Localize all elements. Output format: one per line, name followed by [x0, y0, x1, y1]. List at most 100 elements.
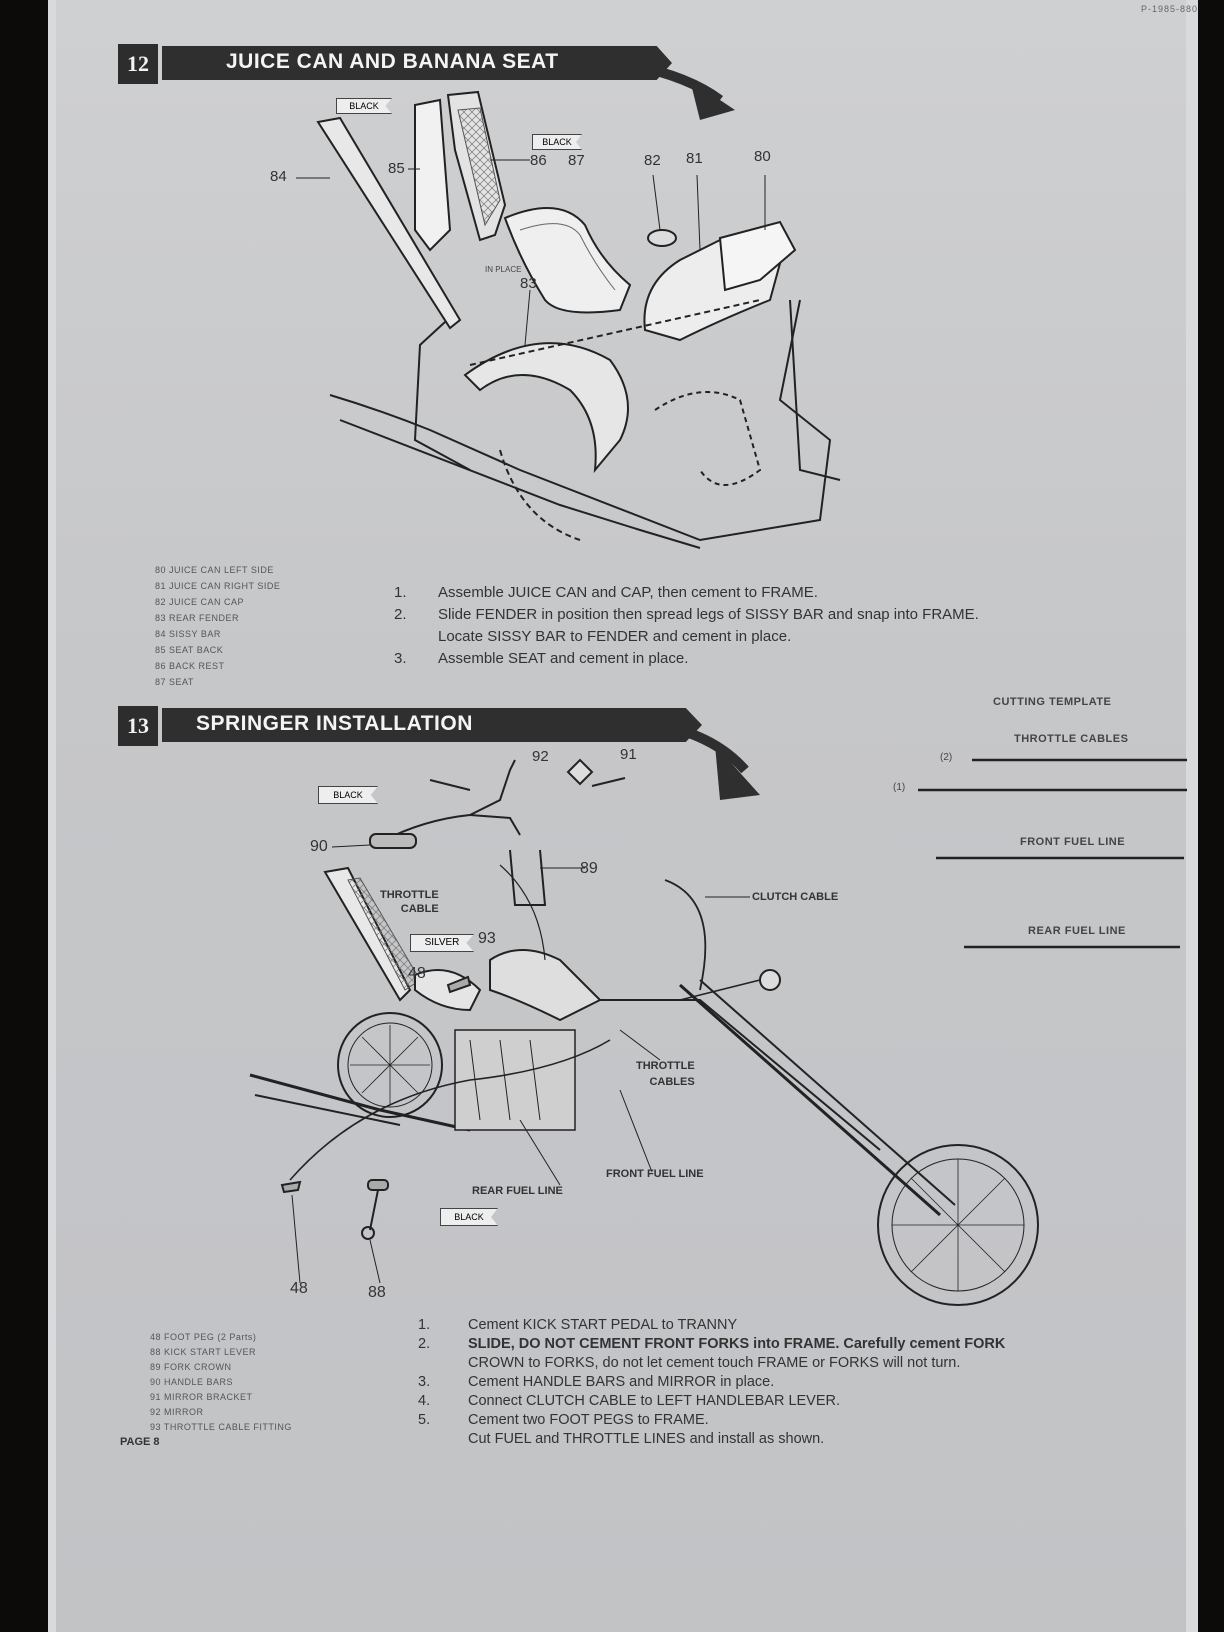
exhaust-lower: [254, 1094, 401, 1126]
part-85: 85: [388, 160, 405, 177]
part-93: 93: [478, 930, 496, 947]
instruction-row: 2.SLIDE, DO NOT CEMENT FRONT FORKS into …: [418, 1336, 1006, 1352]
part-81: 81: [686, 150, 703, 167]
part-90: 90: [310, 838, 328, 855]
frame-lower: [329, 299, 832, 542]
template-mark-1: (1): [893, 782, 906, 793]
step-13-title: SPRINGER INSTALLATION: [196, 712, 473, 735]
step-12-banner: 12 JUICE CAN AND BANANA SEAT: [118, 44, 718, 84]
cutting-template-title: CUTTING TEMPLATE: [993, 696, 1112, 708]
legend-item: 93 THROTTLE CABLE FITTING: [150, 1422, 292, 1432]
throttle-cable-label: THROTTLE CABLE: [380, 889, 439, 915]
leader-81: [696, 174, 701, 251]
mirror-bracket-91: [591, 777, 626, 787]
step-12-number: 12: [118, 44, 158, 84]
frame-dashed-curve: [499, 449, 581, 541]
sheet-paper: [56, 0, 1186, 1632]
step-12-arrow-head: [690, 80, 735, 120]
rear-rim: [347, 1022, 433, 1108]
fork-crown-89: [509, 849, 547, 906]
foot-peg-48: [280, 1180, 302, 1194]
legend-item: 90 HANDLE BARS: [150, 1377, 234, 1387]
step-12-title: JUICE CAN AND BANANA SEAT: [226, 50, 559, 73]
document-code: P-1985-880: [1140, 4, 1198, 14]
front-fuel-line-label: FRONT FUEL LINE: [606, 1168, 704, 1180]
instruction-row: 3.Assemble SEAT and cement in place.: [394, 650, 689, 667]
leader-48: [291, 1194, 301, 1284]
headlight: [759, 969, 781, 991]
part-82: 82: [644, 152, 661, 169]
template-front-fuel-label: FRONT FUEL LINE: [1020, 836, 1126, 848]
kick-start-88: [367, 1179, 389, 1191]
leader-throttle-cables: [619, 1029, 661, 1061]
legend-item: 80 JUICE CAN LEFT SIDE: [155, 565, 274, 575]
part-92: 92: [532, 748, 549, 765]
step-13-instructions: 1.Cement KICK START PEDAL to TRANNY 2.SL…: [418, 1316, 1005, 1449]
in-place-label: IN PLACE: [485, 265, 522, 274]
tag-black-kickstart: BLACK: [440, 1208, 498, 1226]
legend-item: 87 SEAT: [155, 677, 194, 687]
frame-rail: [339, 419, 701, 549]
rear-fender-83: [463, 342, 629, 474]
throttle-cable-upper: [499, 864, 546, 961]
tag-black-mid: BLACK: [532, 134, 582, 150]
template-mark-2: (2): [940, 752, 953, 763]
tag-black-handlebar: BLACK: [318, 786, 378, 804]
front-spokes: [892, 1159, 1024, 1291]
cutting-template-lines: [918, 758, 1187, 949]
rear-spokes: [350, 1025, 430, 1105]
front-fork-spring: [699, 979, 956, 1206]
leader-front-fuel: [619, 1089, 653, 1173]
seat-back-85: [414, 98, 452, 252]
step-13-arrow: [639, 717, 749, 774]
instruction-row: Cut FUEL and THROTTLE LINES and install …: [468, 1431, 825, 1447]
handle-grip: [369, 833, 417, 849]
page-number: PAGE 8: [120, 1436, 160, 1448]
lever: [429, 779, 471, 791]
banana-seat-87: [503, 207, 632, 314]
back-rest-quilt: [457, 107, 501, 227]
part-80: 80: [754, 148, 771, 165]
kick-start-arm: [369, 1189, 379, 1231]
kick-start-pivot: [361, 1226, 375, 1240]
step-13-title-bar: [162, 708, 702, 742]
legend-item: 48 FOOT PEG (2 Parts): [150, 1332, 257, 1342]
rear-fuel-line-label: REAR FUEL LINE: [472, 1185, 563, 1197]
handle-bars-90: [374, 759, 516, 846]
frame-rear-post: [789, 299, 841, 481]
instruction-sheet: [48, 0, 1198, 1632]
throttle-cables-label: THROTTLE CABLES: [636, 1060, 695, 1088]
leader-82: [652, 174, 661, 231]
seat-quilt-line: [519, 223, 616, 291]
part-88: 88: [368, 1284, 386, 1301]
sissy-bar-leg: [413, 321, 471, 471]
frame-downtube: [600, 999, 881, 1151]
mirror-92: [566, 758, 594, 786]
foot-peg-48-upper: [446, 975, 472, 994]
part-48-upper: 48: [408, 965, 426, 982]
sissy-bar-84: [316, 116, 462, 330]
juice-can-cap-82: [647, 229, 677, 247]
step-12-title-bar: [162, 46, 672, 80]
tag-silver: SILVER: [410, 934, 474, 952]
step-12-instructions: 1.Assemble JUICE CAN and CAP, then cemen…: [394, 582, 979, 670]
legend-item: 88 KICK START LEVER: [150, 1347, 257, 1357]
juice-can-80: [718, 220, 797, 292]
part-48-lower: 48: [290, 1280, 308, 1297]
step-13-banner: 13 SPRINGER INSTALLATION: [118, 706, 758, 746]
legend-item: 89 FORK CROWN: [150, 1362, 232, 1372]
legend-item: 91 MIRROR BRACKET: [150, 1392, 253, 1402]
clutch-cable-label: CLUTCH CABLE: [752, 891, 839, 903]
step-13-number: 13: [118, 706, 158, 746]
leader-88: [369, 1239, 381, 1284]
part-84: 84: [270, 168, 287, 185]
handle-bar-right: [469, 814, 521, 836]
throttle-cable-line: [289, 1039, 611, 1181]
front-wheel: [877, 1144, 1039, 1306]
part-91: 91: [620, 746, 637, 763]
step-13-drawing: [249, 758, 1039, 1306]
front-fork: [679, 983, 941, 1217]
step-12-arrow: [599, 55, 723, 105]
frame-dashed-gearbox: [654, 391, 762, 486]
